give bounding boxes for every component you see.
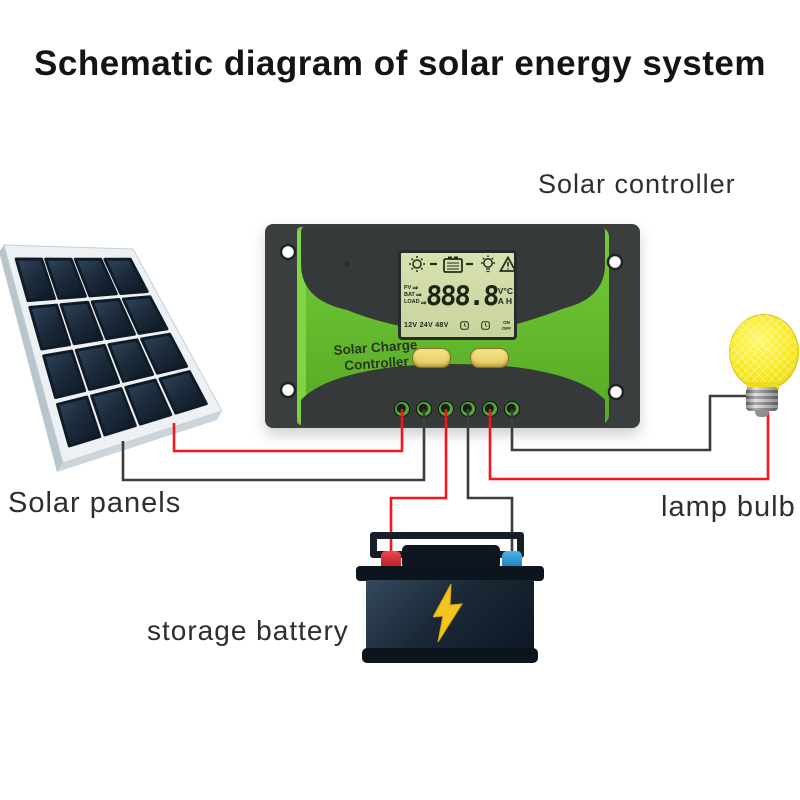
page-title: Schematic diagram of solar energy system (34, 44, 766, 83)
label-storage-battery: storage battery (147, 615, 349, 646)
solar-cell (42, 349, 87, 399)
solar-cell (56, 395, 102, 448)
battery-base (362, 648, 538, 663)
mounting-hole-top-left (279, 243, 297, 261)
sun-icon (409, 256, 425, 272)
solar-cell (14, 257, 56, 303)
lcd-label-pv: PV (404, 284, 412, 291)
solar-cell (59, 300, 104, 346)
mounting-hole-bottom-right (607, 383, 625, 401)
label-lamp-bulb: lamp bulb (661, 491, 796, 523)
bulb-neck (747, 382, 779, 390)
solar-cell (90, 298, 136, 341)
lcd-unit-line2: A H (497, 296, 513, 306)
battery-icon (443, 256, 463, 273)
lcd-unit-line1: V°C (497, 285, 513, 296)
battery-terminal-positive (381, 551, 401, 568)
lcd-channel-labels: PV⇒ BAT⇒ LOAD⇒ (404, 285, 426, 307)
solar-cell (121, 295, 169, 335)
lamp-bulb (700, 300, 800, 430)
lcd-units: V°C A H (498, 286, 513, 306)
lcd-off-label: OFF (502, 325, 511, 331)
solar-cell (107, 338, 155, 383)
arrow-icon: ⇒ (420, 299, 427, 307)
terminal-battery-negative (460, 401, 476, 417)
solar-cell (103, 257, 149, 295)
solar-controller: PV⇒ BAT⇒ LOAD⇒ 888.8 V°C A H 12V 24V 48V (265, 224, 640, 428)
terminal-pv-positive (394, 401, 410, 417)
timer1-icon (460, 321, 470, 330)
terminal-load-negative (504, 401, 520, 417)
arrow-icon: ⇒ (412, 284, 419, 292)
lcd-bottom-row: 12V 24V 48V ON OFF (404, 317, 511, 334)
lcd-label-load: LOAD (404, 299, 420, 306)
lcd-digits: 888.8 (425, 280, 499, 312)
terminal-pv-negative (416, 401, 432, 417)
solar-panel-edge-left (0, 245, 63, 472)
bulb-contact-tip (755, 410, 769, 417)
lcd-label-bat: BAT (404, 292, 415, 299)
storage-battery (350, 525, 550, 670)
solar-cell (74, 343, 121, 391)
solar-cell (44, 257, 87, 300)
bulb-icon (481, 255, 495, 273)
timer2-icon (481, 321, 490, 330)
lcd-display: PV⇒ BAT⇒ LOAD⇒ 888.8 V°C A H 12V 24V 48V (398, 250, 518, 340)
mounting-hole-top-right (606, 253, 624, 271)
terminal-battery-positive (438, 401, 454, 417)
lcd-on-off: ON OFF (502, 320, 511, 330)
controller-button-left (412, 348, 451, 368)
lcd-voltage-options: 12V 24V 48V (404, 322, 449, 329)
solar-cell (140, 332, 189, 375)
mounting-hole-bottom-left (279, 381, 297, 399)
lcd-on-label: ON (503, 320, 510, 326)
solar-cell (158, 370, 208, 415)
terminal-load-positive (482, 401, 498, 417)
bulb-glass (729, 314, 799, 390)
solar-cell (28, 303, 72, 351)
battery-terminal-negative (502, 551, 522, 568)
lcd-icon-row (404, 254, 518, 275)
bulb-glass-texture (729, 314, 797, 388)
controller-button-right (470, 348, 509, 368)
arrow-icon: ⇒ (415, 292, 422, 300)
lcd-main-row: PV⇒ BAT⇒ LOAD⇒ 888.8 V°C A H (404, 275, 513, 317)
solar-panel-cells (14, 257, 208, 448)
battery-top-cover (402, 545, 500, 569)
label-solar-panels: Solar panels (8, 487, 182, 519)
battery-lid (356, 566, 544, 581)
label-solar-controller: Solar controller (538, 169, 736, 199)
warning-triangle-icon (498, 255, 518, 272)
lightning-bolt-icon (433, 584, 463, 642)
solar-cell (73, 257, 118, 298)
bulb-screw-base (746, 387, 778, 411)
screw-dot (344, 261, 350, 267)
